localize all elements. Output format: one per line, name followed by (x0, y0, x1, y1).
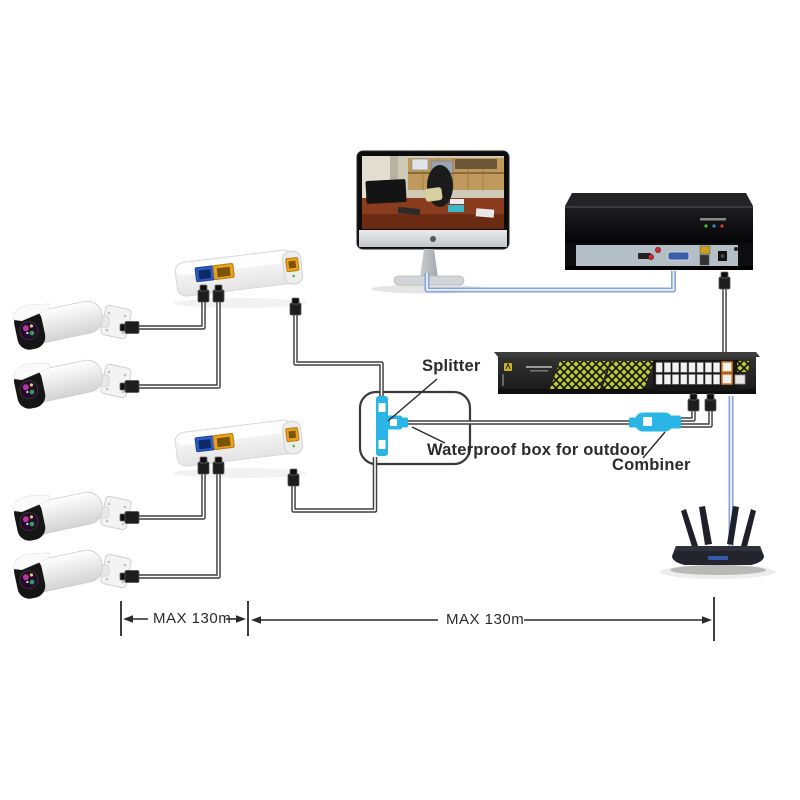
router-logo (708, 556, 728, 560)
nvr-rear-panel (576, 245, 738, 267)
poe-extender-box-top (173, 247, 305, 299)
switch-hatch-panel-1 (550, 361, 610, 389)
switch-model-text (526, 366, 552, 368)
bullet-camera-1 (10, 289, 133, 353)
max-distance-label-left: MAX 130m (153, 610, 232, 627)
dimension-lines (120, 597, 715, 641)
cable-extender-top-to-splitter (293, 314, 384, 396)
wifi-router (672, 506, 764, 565)
splitter-pointer (387, 378, 438, 422)
waterproof-box-outline (358, 390, 472, 466)
waterproof-pointer (411, 426, 446, 444)
max-distance-label-right: MAX 130m (446, 611, 525, 628)
sfp-port (734, 374, 746, 385)
usb-ports (699, 254, 710, 266)
cable-camera3 (138, 474, 206, 520)
annotation-pointers (387, 378, 666, 459)
poe-switch (494, 352, 760, 394)
bullet-camera-3 (10, 480, 133, 544)
combiner-label: Combiner (612, 456, 691, 474)
bullet-camera-4 (10, 538, 133, 602)
splitter-label: Splitter (422, 357, 481, 375)
uplink-port-1 (721, 361, 733, 373)
switch-hatch-panel-2 (602, 361, 654, 389)
cable-combiner-to-switch-1 (680, 410, 696, 422)
cable-monitor-to-nvr (424, 271, 676, 293)
monitor-logo (430, 236, 436, 242)
cable-camera4 (138, 474, 221, 579)
nvr (565, 193, 753, 270)
uplink-port-2 (721, 373, 733, 385)
hdmi-port (638, 253, 651, 259)
cable-extender-bottom-to-splitter (291, 457, 378, 513)
splitter-t-connector (376, 396, 408, 456)
combiner-connector (629, 412, 681, 432)
bullet-camera-2 (10, 348, 133, 412)
ethernet-cables (138, 288, 727, 579)
waterproof-box-label: Waterproof box for outdoor (427, 441, 647, 459)
cable-camera2 (138, 302, 221, 389)
combiner-pointer (642, 431, 666, 459)
switch-ports (655, 362, 721, 385)
nvr-front-text (700, 218, 726, 221)
monitor (356, 150, 510, 286)
nvr-lan-port (699, 245, 711, 255)
cctv-office-scene (362, 156, 504, 229)
vga-port (667, 251, 690, 261)
poe-extender-box-bottom (173, 417, 305, 469)
